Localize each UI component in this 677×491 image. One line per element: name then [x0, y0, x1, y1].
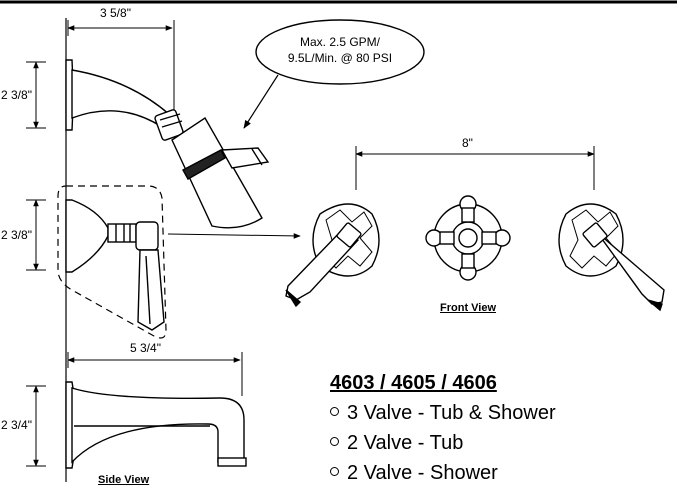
bullet-icon — [330, 467, 339, 477]
front-view-drawing — [285, 195, 665, 312]
flow-rate-line-1: Max. 2.5 GPM/ — [299, 35, 381, 49]
side-view-label: Side View — [98, 474, 150, 486]
dim-spout-length: 5 3/4" — [130, 341, 161, 355]
config-item: 2 Valve - Tub — [330, 428, 556, 458]
tub-spout-drawing — [65, 381, 247, 469]
model-numbers: 4603 / 4605 / 4606 — [330, 372, 497, 394]
front-view-label: Front View — [440, 302, 497, 314]
shower-arm-drawing — [65, 59, 270, 229]
config-item: 2 Valve - Shower — [330, 458, 556, 488]
bullet-icon — [330, 437, 339, 447]
callout-arrow — [243, 74, 279, 129]
config-item: 3 Valve - Tub & Shower — [330, 398, 556, 428]
bullet-icon — [330, 407, 339, 417]
callout-balloon — [255, 19, 425, 85]
dim-handle-spacing: 8" — [462, 136, 473, 150]
dim-arm-length: 3 5/8" — [100, 6, 131, 20]
view-arrow — [167, 233, 301, 239]
flow-rate-line-2: 9.5L/Min. @ 80 PSI — [287, 51, 393, 65]
dimension-lines — [26, 20, 595, 467]
configuration-list: 3 Valve - Tub & Shower 2 Valve - Tub 2 V… — [330, 398, 556, 488]
dim-arm-height: 2 3/8" — [1, 88, 32, 102]
valve-side-outline — [57, 185, 167, 339]
dim-valve-height: 2 3/8" — [1, 228, 32, 242]
valve-side-drawing — [65, 199, 165, 331]
dim-spout-height: 2 3/4" — [1, 418, 32, 432]
flow-rate-callout: Max. 2.5 GPM/ 9.5L/Min. @ 80 PSI — [266, 34, 414, 66]
